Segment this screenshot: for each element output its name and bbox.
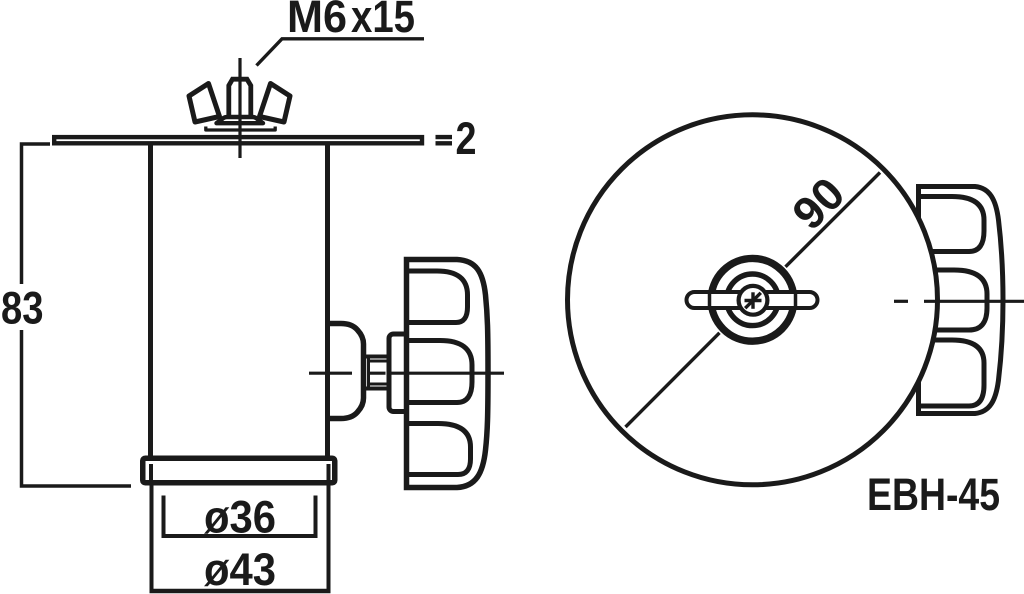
svg-text:EBH-45: EBH-45 bbox=[867, 469, 1000, 520]
svg-text:M6: M6 bbox=[287, 0, 347, 42]
svg-text:ø43: ø43 bbox=[204, 544, 276, 594]
svg-text:2: 2 bbox=[456, 113, 477, 164]
svg-text:x15: x15 bbox=[351, 0, 415, 42]
svg-text:83: 83 bbox=[1, 283, 44, 334]
svg-text:ø36: ø36 bbox=[204, 492, 276, 543]
